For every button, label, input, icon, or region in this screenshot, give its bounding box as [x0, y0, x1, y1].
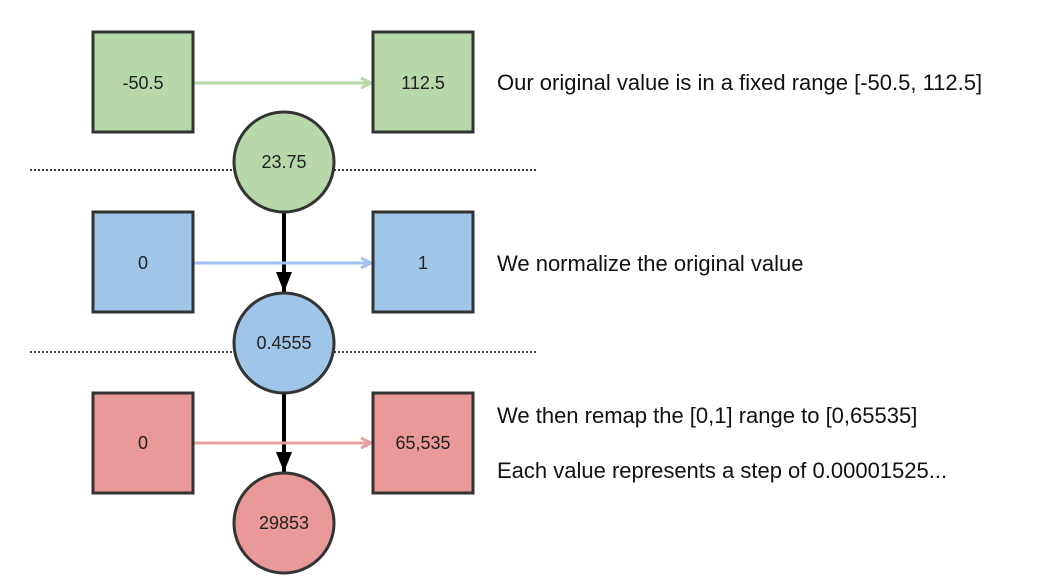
range-max-label-2: 1	[418, 253, 428, 273]
range-min-label-2: 0	[138, 253, 148, 273]
value-circle-3	[232, 471, 336, 575]
description-row-3: We then remap the [0,1] range to [0,6553…	[497, 403, 918, 428]
range-max-box-1	[371, 30, 475, 134]
value-label-1: 23.75	[261, 152, 306, 172]
description-row-1: Our original value is in a fixed range […	[497, 70, 983, 95]
range-min-label-1: -50.5	[122, 73, 163, 93]
range-min-box-2	[91, 210, 195, 314]
description-row-2: We normalize the original value	[497, 251, 804, 276]
value-circle-1	[232, 110, 336, 214]
range-min-box-3	[91, 391, 195, 495]
step-note: Each value represents a step of 0.000015…	[497, 458, 948, 483]
range-max-box-2	[371, 210, 475, 314]
range-min-box-1	[91, 30, 195, 134]
value-circle-2	[232, 291, 336, 395]
value-label-3: 29853	[259, 513, 309, 533]
range-min-label-3: 0	[138, 433, 148, 453]
range-max-label-1: 112.5	[401, 73, 445, 93]
value-label-2: 0.4555	[256, 333, 311, 353]
range-max-box-3	[371, 391, 475, 495]
range-max-label-3: 65,535	[395, 433, 450, 453]
